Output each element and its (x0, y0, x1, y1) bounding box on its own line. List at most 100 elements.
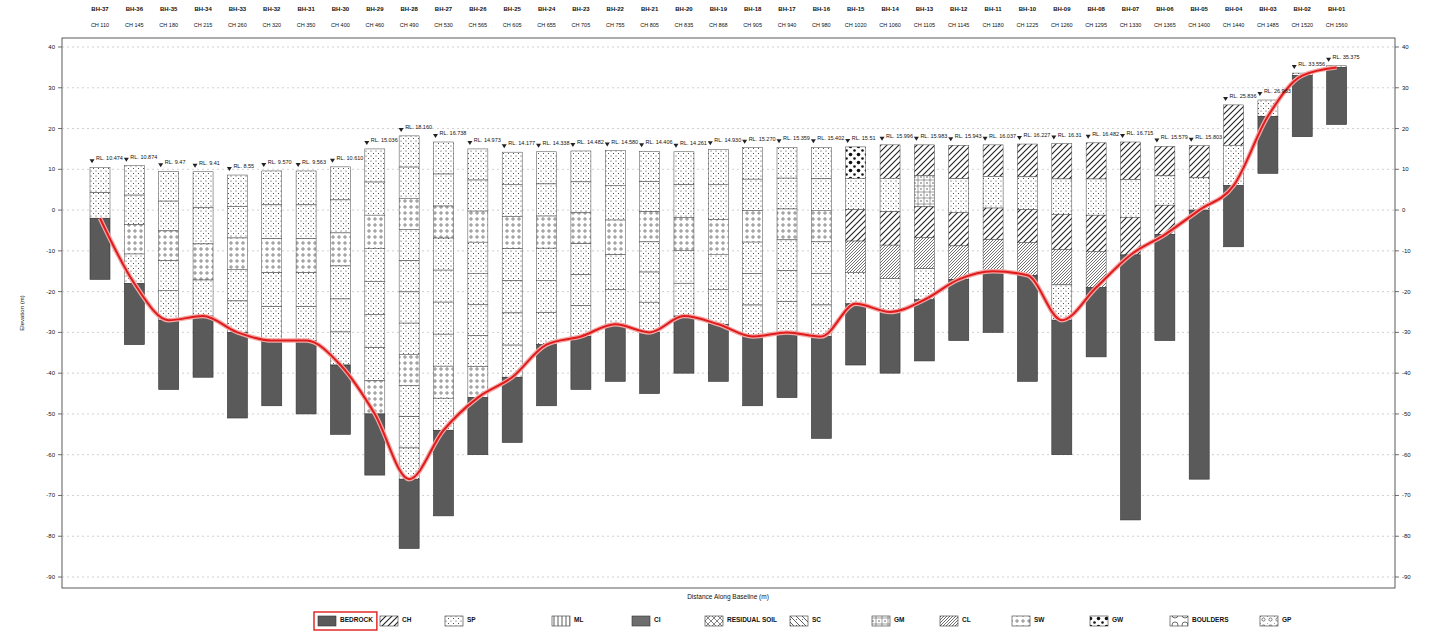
bedrock-core (743, 336, 763, 405)
borehole-column (1086, 135, 1107, 357)
soil-layer (983, 240, 1003, 272)
bedrock-core (399, 479, 419, 548)
chainage: CH 350 (297, 23, 316, 29)
chainage: CH 705 (572, 23, 591, 29)
chainage: CH 655 (537, 23, 556, 29)
borehole-column (983, 137, 1004, 333)
reduced-level: RL. 14.406 (646, 140, 673, 146)
water-level-marker (193, 164, 198, 168)
borehole-id: BH-23 (572, 6, 589, 12)
borehole-id: BH-05 (1191, 6, 1208, 12)
bedrock-core (296, 341, 316, 414)
water-level-marker (90, 159, 95, 163)
water-level-marker (124, 158, 129, 162)
reduced-level: RL. 16.31 (1058, 133, 1082, 139)
soil-layer (90, 167, 110, 192)
borehole-column (777, 139, 798, 397)
borehole-id: BH-24 (538, 6, 555, 12)
water-level-marker (948, 137, 953, 141)
soil-layer (434, 302, 454, 334)
water-level-marker (742, 140, 747, 144)
soil-layer (914, 145, 934, 176)
borehole-id: BH-12 (950, 6, 967, 12)
soil-layer (880, 145, 900, 178)
soil-layer (502, 216, 522, 248)
borehole-column (330, 159, 351, 434)
borehole-column (261, 163, 282, 406)
axis-tick: 40 (48, 44, 55, 50)
reduced-level: RL. 9.570 (268, 160, 292, 166)
borehole-id: BH-28 (400, 6, 417, 12)
reduced-level: RL. 16.227 (1023, 133, 1050, 139)
borehole-id: BH-31 (297, 6, 314, 12)
chainage: CH 490 (400, 23, 419, 29)
soil-layer (124, 225, 144, 254)
soil-layer (468, 335, 488, 366)
soil-layer (399, 167, 419, 198)
soil-layer (605, 185, 625, 220)
bedrock-core (1327, 67, 1347, 124)
soil-layer (227, 206, 247, 237)
borehole-column (880, 137, 901, 373)
soil-layer (674, 185, 694, 218)
soil-layer (708, 219, 728, 254)
reduced-level: RL. 35.375 (1333, 55, 1360, 61)
reduced-level: RL. 15.402 (817, 136, 844, 142)
soil-layer (399, 323, 419, 354)
reduced-level: RL. 15.996 (886, 134, 913, 140)
soil-layer (1052, 214, 1072, 249)
borehole-column (227, 167, 248, 418)
grid-line (62, 87, 1395, 88)
soil-layer (708, 289, 728, 324)
axis-tick: -20 (1402, 289, 1411, 295)
soil-layer (1121, 180, 1141, 218)
soil-layer (502, 313, 522, 345)
soil-layer (1052, 144, 1072, 179)
chainage: CH 1105 (914, 23, 935, 29)
chainage: CH 1485 (1257, 23, 1279, 29)
soil-layer (365, 182, 385, 215)
soil-layer (434, 142, 454, 174)
legend-swatch (790, 616, 808, 626)
soil-layer (468, 242, 488, 273)
soil-layer (1086, 215, 1106, 251)
bedrock-core (846, 304, 866, 365)
borehole-column (1189, 138, 1210, 479)
chainage: CH 1020 (845, 23, 867, 29)
soil-layer (571, 182, 591, 213)
borehole-id: BH-32 (263, 6, 280, 12)
reduced-level: RL. 15.579 (1161, 135, 1188, 141)
soil-layer (1017, 144, 1037, 177)
water-level-marker (364, 141, 369, 145)
borehole-id: BH-06 (1156, 6, 1173, 12)
tick-mark (1395, 373, 1399, 374)
water-level-marker (811, 139, 816, 143)
legend-text: BOULDERS (1192, 617, 1228, 624)
axis-tick: 20 (1402, 126, 1409, 132)
soil-layer (1121, 142, 1141, 180)
legend-swatch (318, 616, 336, 626)
borehole-id: BH-35 (160, 6, 177, 12)
tick-mark (1395, 47, 1399, 48)
axis-title: Distance Along Baseline (m) (687, 594, 769, 601)
tick-mark (58, 536, 62, 537)
legend (314, 612, 1278, 630)
reduced-level: RL. 14.338 (543, 141, 570, 147)
soil-layer (434, 366, 454, 398)
bedrock-core (880, 312, 900, 373)
soil-layer (914, 238, 934, 269)
soil-layer (811, 210, 831, 242)
tick-mark (1395, 128, 1399, 129)
water-level-marker (467, 141, 472, 145)
reduced-level: RL. 14.930 (714, 138, 741, 144)
soil-layer (399, 417, 419, 448)
reduced-level: RL. 15.359 (783, 136, 810, 142)
soil-layer (399, 136, 419, 167)
axis-tick: -70 (46, 492, 55, 498)
soil-layer (399, 292, 419, 323)
bedrock-core (1052, 320, 1072, 455)
legend-swatch (632, 616, 650, 626)
axis-title: Elevation (m) (19, 295, 25, 330)
water-level-marker (1257, 92, 1262, 96)
soil-layer (159, 231, 179, 261)
